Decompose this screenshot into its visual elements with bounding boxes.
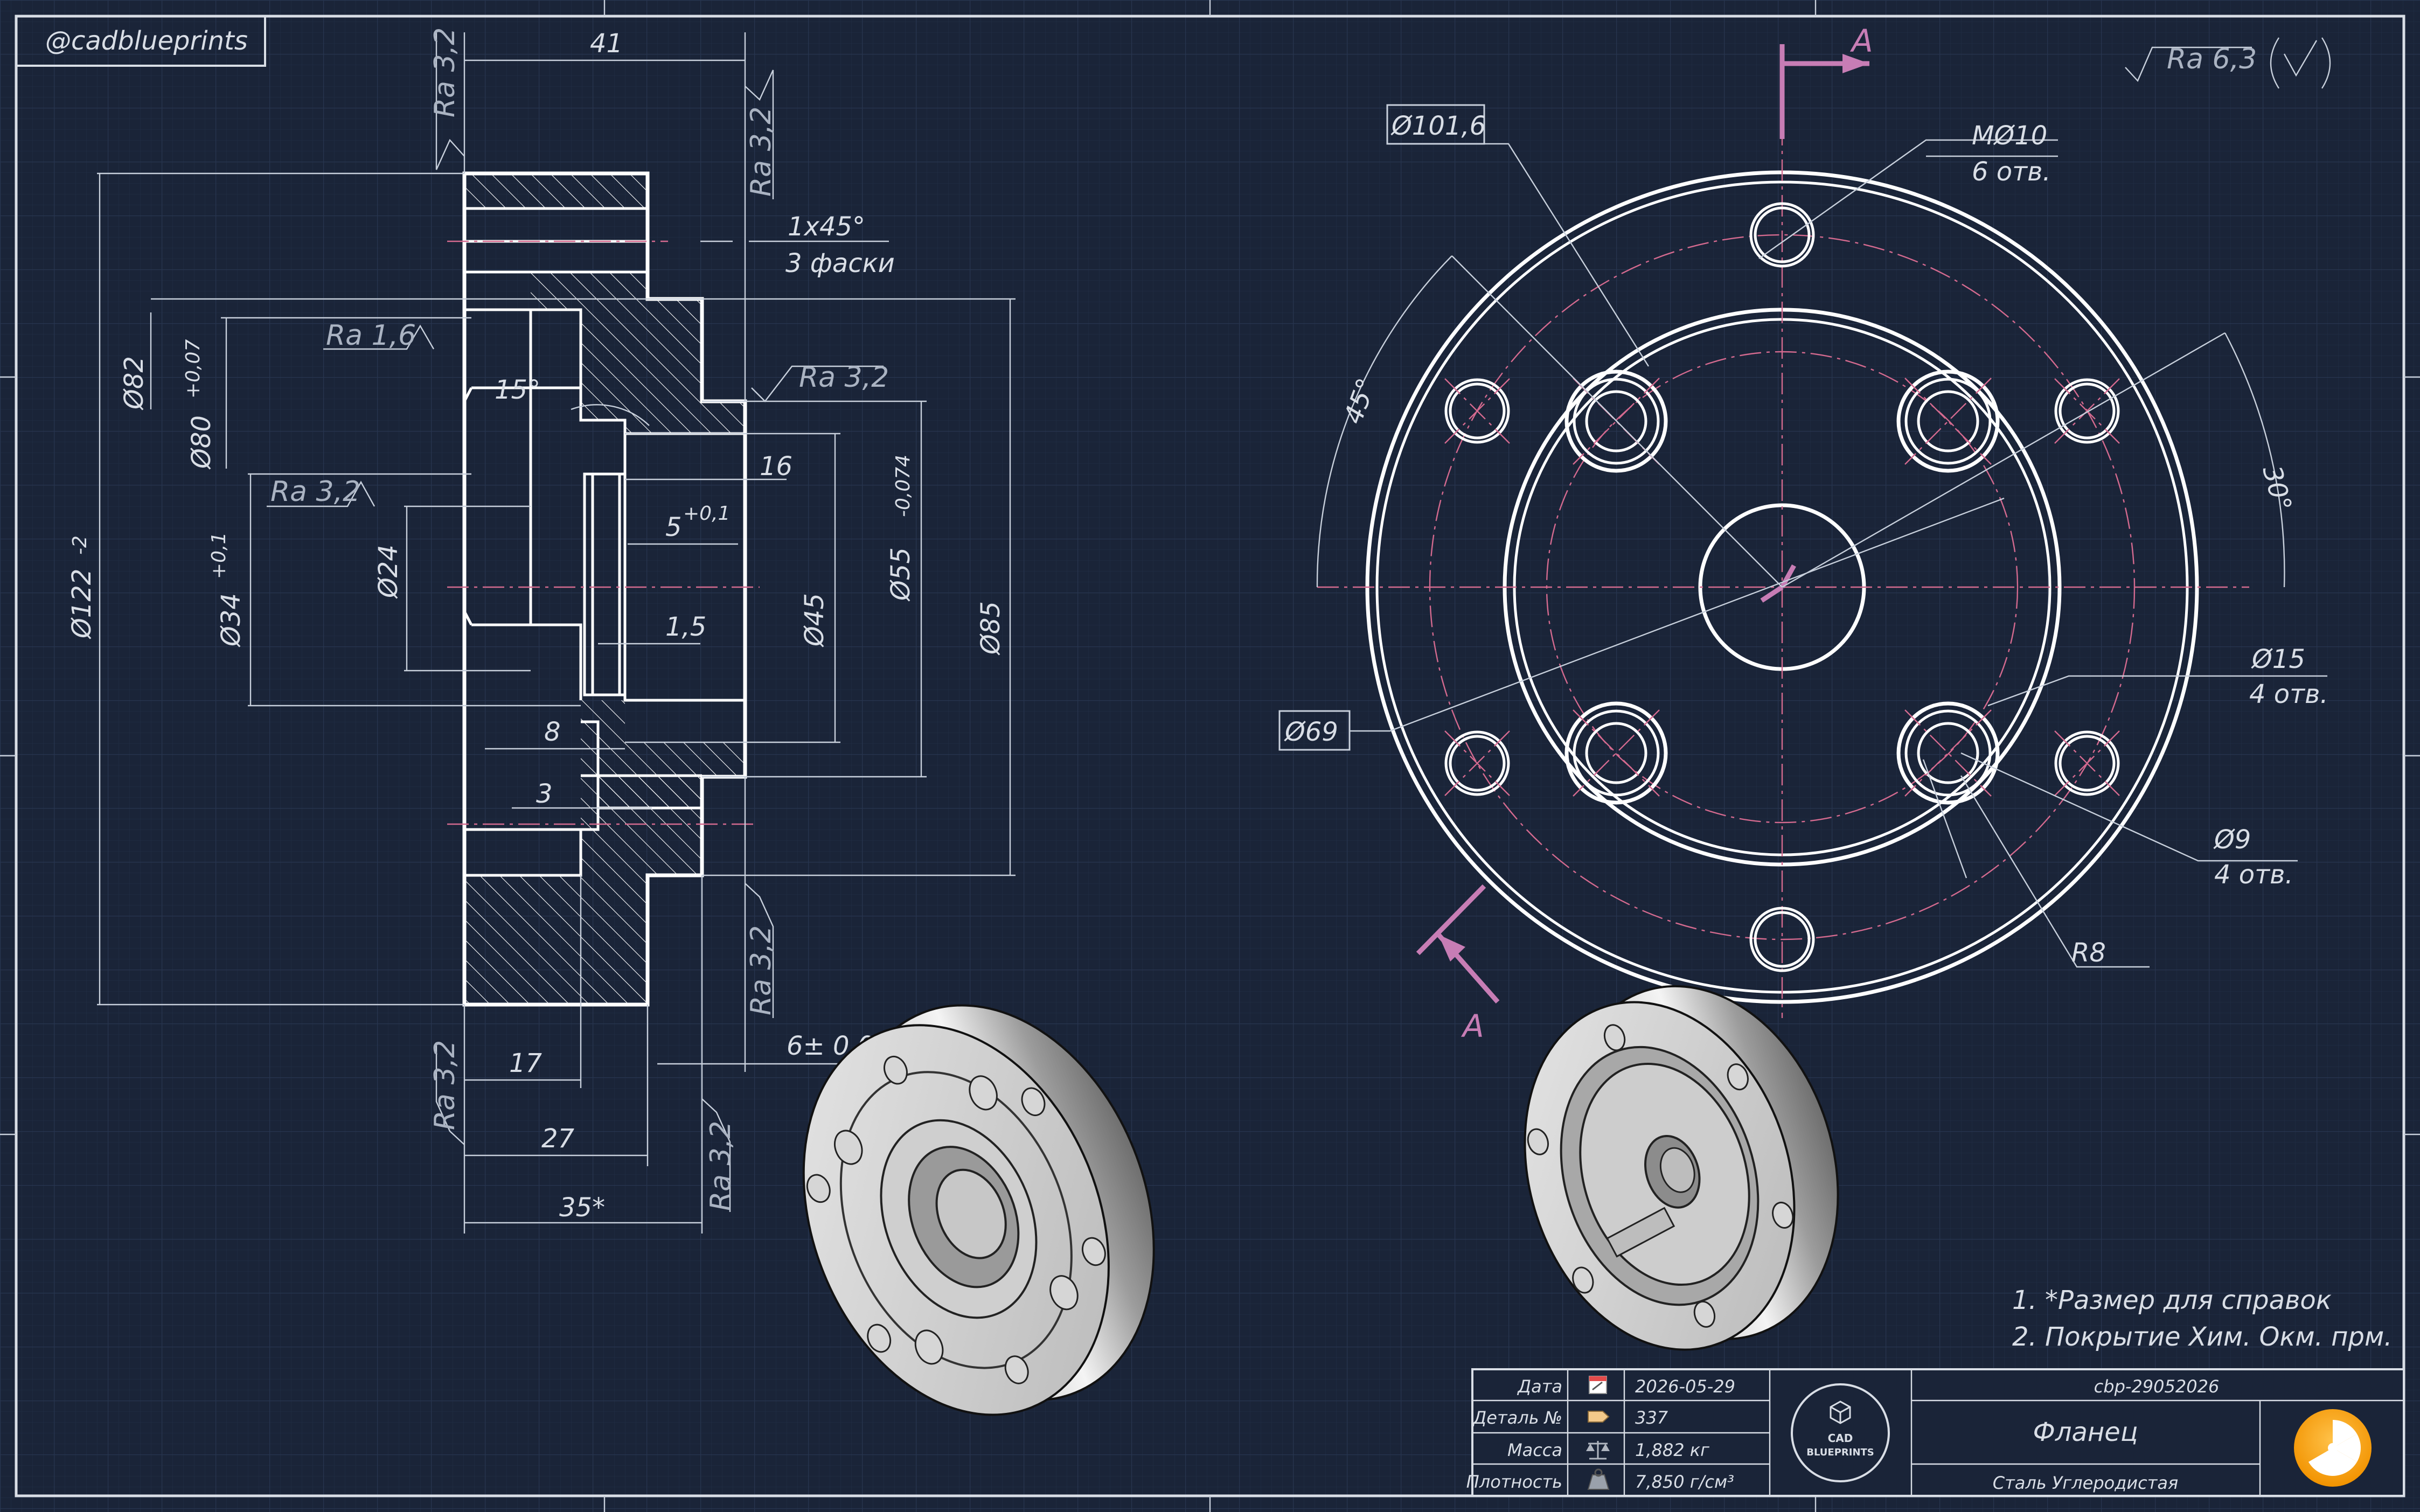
- tb-label-date: Дата: [1517, 1376, 1562, 1397]
- scale-icon: [1586, 1441, 1610, 1460]
- tb-value-mass: 1,882 кг: [1635, 1440, 1709, 1460]
- calendar-icon: [1589, 1376, 1607, 1394]
- tag-icon: [1588, 1411, 1610, 1423]
- ra-bottom-right: Ra 3,2: [745, 925, 777, 1015]
- dim-phi24: Ø24: [373, 545, 404, 599]
- ra-bottom-left: Ra 3,2: [429, 1040, 461, 1130]
- tb-value-date: 2026-05-29: [1635, 1376, 1735, 1397]
- tb-value-density: 7,850 г/см³: [1635, 1472, 1734, 1492]
- dim-phi15-count: 4 отв.: [2249, 679, 2328, 709]
- angle-15: 15°: [495, 375, 540, 405]
- ra-1-6: Ra 1,6: [326, 319, 416, 352]
- dim-phi9: Ø9: [2213, 825, 2251, 855]
- radiation-icon: [2294, 1409, 2372, 1487]
- tb-label-density: Плотность: [1466, 1472, 1562, 1492]
- dim-phi82: Ø82: [119, 356, 149, 410]
- render-iso-front: [802, 1004, 1155, 1416]
- section-line-a: A A: [1416, 23, 1873, 1044]
- dim-35: 35*: [559, 1193, 605, 1223]
- title-block: Дата Деталь № Масса Плотность 2026-05-29…: [1466, 1368, 2405, 1497]
- roughness-general-text: Ra 6,3: [2167, 43, 2257, 75]
- dim-1-5: 1,5: [665, 612, 706, 642]
- dim-phi55: Ø55: [886, 547, 916, 602]
- dim-16: 16: [760, 451, 792, 482]
- chamfer-1: 1x45°: [788, 212, 865, 242]
- tb-value-part: 337: [1635, 1408, 1668, 1428]
- hatch-regions: [464, 173, 745, 1005]
- dim-phi15: Ø15: [2251, 644, 2305, 674]
- watermark-box: @cadblueprints: [15, 15, 266, 67]
- tb-part-name: Фланец: [2033, 1417, 2138, 1447]
- render-iso-back: [1524, 985, 1839, 1351]
- dim-phi101: Ø101,6: [1390, 111, 1486, 141]
- general-roughness: Ra 6,3: [2125, 37, 2331, 89]
- note-1: 1. *Размер для справок: [2012, 1285, 2332, 1315]
- tb-code: cbp-29052026: [2094, 1376, 2220, 1397]
- dim-phi69: Ø69: [1284, 717, 1338, 747]
- dim-8: 8: [544, 717, 561, 747]
- ra-top-right: Ra 3,2: [745, 107, 777, 197]
- dim-5: 5: [665, 512, 682, 542]
- dim-phi80: Ø80: [186, 415, 217, 470]
- outer-holes: [1444, 202, 2120, 972]
- ra-bottom-right-2: Ra 3,2: [705, 1121, 737, 1211]
- dim-phi55-tol: -0,074: [892, 455, 914, 517]
- front-view: A A Ø101,6 MØ10 6 отв. 45° 30°: [1278, 23, 2328, 1044]
- dim-phi85: Ø85: [976, 601, 1006, 656]
- section-label-bottom: A: [1461, 1008, 1484, 1044]
- section-dimensions: 41 Ra 3,2 Ra 3,2 1x45° 3 фаски Ø82 Ø80 +…: [67, 27, 1016, 1234]
- logo-line-1: CAD: [1828, 1432, 1853, 1445]
- notes: 1. *Размер для справок 2. Покрытие Хим. …: [2012, 1285, 2392, 1352]
- tb-material: Сталь Углеродистая: [1993, 1473, 2178, 1493]
- tb-label-mass: Масса: [1507, 1440, 1562, 1460]
- dim-3: 3: [536, 779, 553, 809]
- ra-top-left: Ra 3,2: [429, 27, 461, 117]
- dim-phi80-tol: +0,07: [182, 339, 204, 399]
- tb-label-part: Деталь №: [1472, 1408, 1562, 1428]
- dim-17: 17: [509, 1048, 543, 1078]
- dim-phi45: Ø45: [799, 593, 830, 647]
- dim-27: 27: [541, 1124, 575, 1154]
- dim-m10: MØ10: [1972, 121, 2047, 151]
- dim-r8: R8: [2071, 938, 2106, 968]
- watermark-text: @cadblueprints: [45, 26, 248, 56]
- logo-line-2: BLUEPRINTS: [1806, 1447, 1874, 1458]
- dim-phi34-tol: +0,1: [208, 532, 230, 579]
- weight-icon: [1587, 1468, 1610, 1490]
- hole-centers: [1444, 378, 2120, 797]
- dim-phi122: Ø122: [67, 569, 97, 639]
- ra-3-2-b: Ra 3,2: [270, 476, 360, 508]
- cad-blueprints-logo: CAD BLUEPRINTS: [1791, 1383, 1890, 1482]
- dim-phi34: Ø34: [216, 593, 246, 647]
- inner-holes: [1564, 370, 2000, 805]
- ra-3-2-a: Ra 3,2: [799, 361, 889, 394]
- dim-phi122-tol: -2: [69, 535, 91, 555]
- dim-41: 41: [590, 29, 623, 59]
- dim-5-tol: +0,1: [683, 503, 730, 525]
- dim-phi9-count: 4 отв.: [2214, 860, 2293, 890]
- chamfer-2: 3 фаски: [785, 248, 895, 278]
- section-view: 41 Ra 3,2 Ra 3,2 1x45° 3 фаски Ø82 Ø80 +…: [67, 27, 1016, 1234]
- dim-m10-count: 6 отв.: [1972, 157, 2051, 187]
- note-2: 2. Покрытие Хим. Окм. прм.: [2012, 1322, 2392, 1352]
- section-label-top: A: [1849, 23, 1873, 59]
